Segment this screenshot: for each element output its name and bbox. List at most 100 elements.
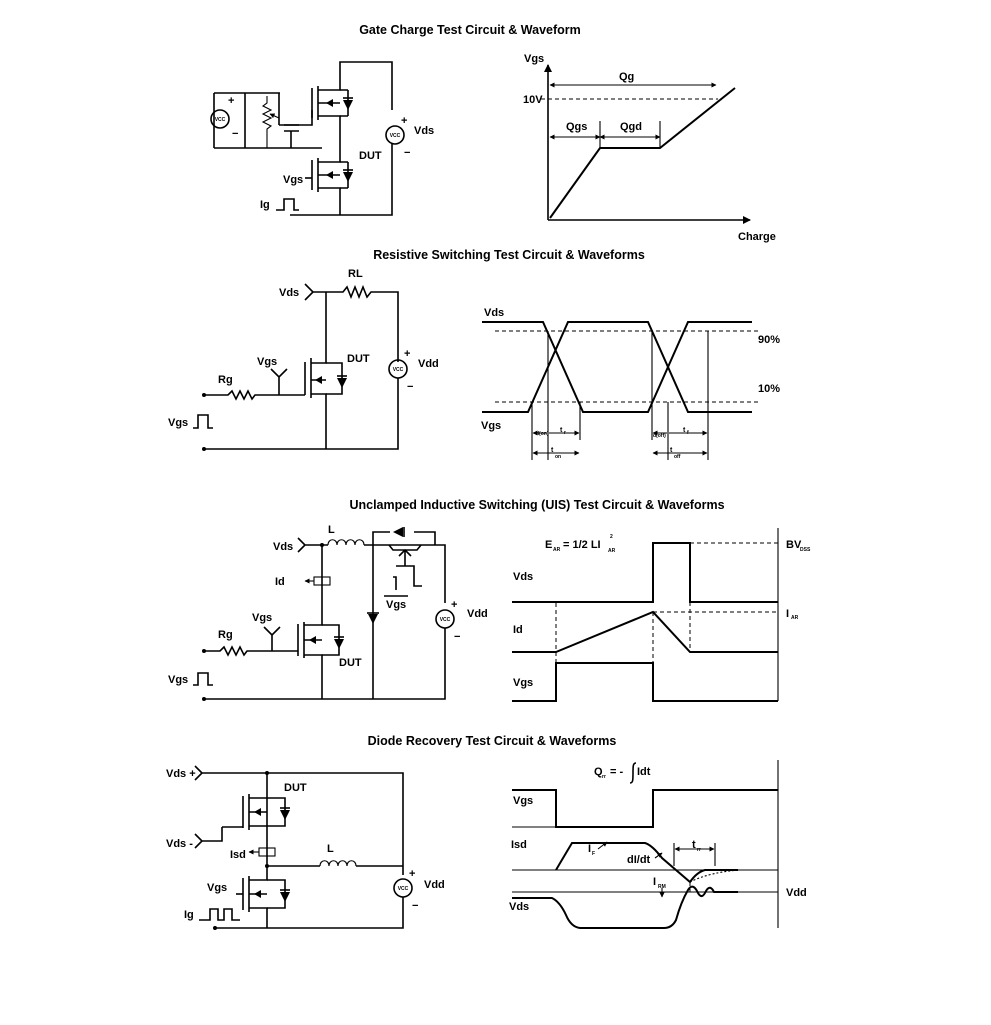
gc-ig-label: Ig xyxy=(260,199,270,211)
ton-label: on xyxy=(555,454,561,460)
uis-wave-id-label: Id xyxy=(513,624,523,636)
rs-dut-mosfet xyxy=(304,350,347,449)
diode-title: Diode Recovery Test Circuit & Waveforms xyxy=(368,734,617,748)
rs-wave-vgs-label: Vgs xyxy=(481,420,501,432)
rs-wave-vds-label: Vds xyxy=(484,307,504,319)
rl-label: RL xyxy=(348,268,363,280)
gate-charge-section: Gate Charge Test Circuit & Waveform VCC … xyxy=(210,23,776,243)
svg-text:−: − xyxy=(232,128,238,140)
vds-minus-label: Vds - xyxy=(166,838,193,850)
uis-wave-vgs-label: Vgs xyxy=(513,677,533,689)
uis-l-label: L xyxy=(328,524,335,536)
qrr-formula: = - xyxy=(610,766,623,778)
gc-vds-label: Vds xyxy=(414,125,434,137)
pct10-label: 10% xyxy=(758,383,780,395)
svg-text:VCC: VCC xyxy=(393,367,404,373)
vcc-label-1: VCC xyxy=(215,117,226,123)
uis-switch xyxy=(372,527,436,590)
uis-title: Unclamped Inductive Switching (UIS) Test… xyxy=(349,498,724,512)
diode-wave-vds-label: Vds xyxy=(509,901,529,913)
diode-ig-label: Ig xyxy=(184,909,194,921)
diode-vgs-label: Vgs xyxy=(207,882,227,894)
qrr-sub: rr xyxy=(602,774,606,780)
dut-mosfet xyxy=(305,148,353,215)
tr-t: t xyxy=(560,427,563,434)
ear-sup: 2 xyxy=(610,534,613,540)
ear-sub2: AR xyxy=(608,548,616,554)
gate-charge-waveform: Vgs Charge 10V Qg Qgs Qgd xyxy=(523,53,776,243)
tr-label: r xyxy=(564,430,566,436)
uis-inductor xyxy=(327,539,365,546)
charge-axis-label: Charge xyxy=(738,231,776,243)
rs-dut-label: DUT xyxy=(347,353,370,365)
gc-wave-vgs-label: Vgs xyxy=(524,53,544,65)
bv-sub: DSS xyxy=(800,547,811,553)
vds-waveform xyxy=(482,321,752,413)
uis-vgs-waveform xyxy=(512,662,778,702)
vds-source xyxy=(385,125,405,145)
upper-mosfet xyxy=(311,61,393,148)
diode-vds-waveform xyxy=(512,885,738,929)
uis-section: Unclamped Inductive Switching (UIS) Test… xyxy=(168,498,811,702)
resistive-circuit: RL Vds DUT Vgs Rg VCC + − Vdd V xyxy=(168,268,439,451)
rs-rg-label: Rg xyxy=(218,374,233,386)
qg-label: Qg xyxy=(619,71,634,83)
diode-l-label: L xyxy=(327,843,334,855)
diode-dut-mosfet xyxy=(222,794,290,830)
diode-isd-waveform xyxy=(555,842,738,884)
uis-circuit: Vds L Id Vgs xyxy=(168,524,488,701)
vds-plus-label: Vds + xyxy=(166,768,196,780)
uis-vgs-pulse-label: Vgs xyxy=(168,674,188,686)
uis-vdd-label: Vdd xyxy=(467,608,488,620)
diode-vgs-waveform xyxy=(512,789,778,828)
rs-vgs-pulse-label: Vgs xyxy=(168,417,188,429)
irm-sub: RM xyxy=(658,884,666,890)
bv-main: BV xyxy=(786,539,802,551)
ear-formula: = 1/2 LI xyxy=(563,539,601,551)
uis-id-label: Id xyxy=(275,576,285,588)
diode-dut-label: DUT xyxy=(284,782,307,794)
tf-t: t xyxy=(683,427,686,434)
svg-text:−: − xyxy=(412,900,418,912)
svg-text:VCC: VCC xyxy=(398,886,409,892)
qgd-label: Qgd xyxy=(620,121,642,133)
gc-vgs-label: Vgs xyxy=(283,174,303,186)
td-off-label: d(off) xyxy=(653,433,666,439)
qrr-int: Idt xyxy=(637,766,651,778)
uis-dut-mosfet xyxy=(297,607,344,699)
rs-vds-label: Vds xyxy=(279,287,299,299)
ear-e: E xyxy=(545,539,552,551)
uis-vgs-bar-label: Vgs xyxy=(386,599,406,611)
svg-text:+: + xyxy=(451,599,457,611)
irm-main: I xyxy=(653,876,656,888)
diode-wave-isd-label: Isd xyxy=(511,839,527,851)
isd-label: Isd xyxy=(230,849,246,861)
resistive-waveform: Vds Vgs 90% 10% d(on) t r d(off) t f t o… xyxy=(481,307,780,460)
toff-t: t xyxy=(670,447,673,454)
svg-text:+: + xyxy=(409,868,415,880)
uis-dut-label: DUT xyxy=(339,657,362,669)
rs-vgs-label: Vgs xyxy=(257,356,277,368)
uis-id-waveform xyxy=(512,610,778,653)
diode-waveform: Q rr = - Idt Vgs Isd I F dI/dt t rr I RM xyxy=(509,760,807,929)
ig-pulse xyxy=(276,198,299,211)
rs-vdd-label: Vdd xyxy=(418,358,439,370)
gate-charge-curve xyxy=(549,87,736,219)
uis-wave-vds-label: Vds xyxy=(513,571,533,583)
diode-recovery-section: Diode Recovery Test Circuit & Waveforms … xyxy=(166,734,807,930)
didt-label: dI/dt xyxy=(627,854,651,866)
uis-vgs-label: Vgs xyxy=(252,612,272,624)
svg-text:−: − xyxy=(454,631,460,643)
svg-text:VCC: VCC xyxy=(440,617,451,623)
diode-low-mosfet xyxy=(236,876,290,928)
diode-wave-vgs-label: Vgs xyxy=(513,795,533,807)
qgs-label: Qgs xyxy=(566,121,587,133)
diode-ig-pulse xyxy=(199,908,240,921)
capacitor xyxy=(278,93,299,148)
svg-text:+: + xyxy=(401,115,407,127)
svg-text:+: + xyxy=(228,95,234,107)
trr-sub: rr xyxy=(697,847,701,853)
trr-t: t xyxy=(692,839,696,851)
uis-vds-label: Vds xyxy=(273,541,293,553)
diode-vdd-label: Vdd xyxy=(424,879,445,891)
